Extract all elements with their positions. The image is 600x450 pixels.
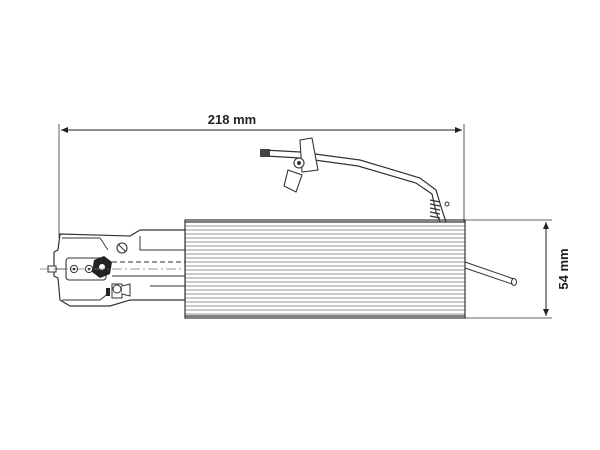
height-dimension: 54 mm [465,219,571,319]
throttle-lever [260,137,450,223]
air-hose-stub [464,261,517,286]
width-dimension: 218 mm [58,112,465,238]
ribbed-handle-body [184,219,466,319]
nose-assembly [40,229,186,307]
height-dimension-label: 54 mm [556,248,571,289]
width-dimension-label: 218 mm [208,112,256,127]
handle-ribs [184,219,466,319]
bottom-screw [106,283,131,299]
knurled-nut [92,256,112,278]
